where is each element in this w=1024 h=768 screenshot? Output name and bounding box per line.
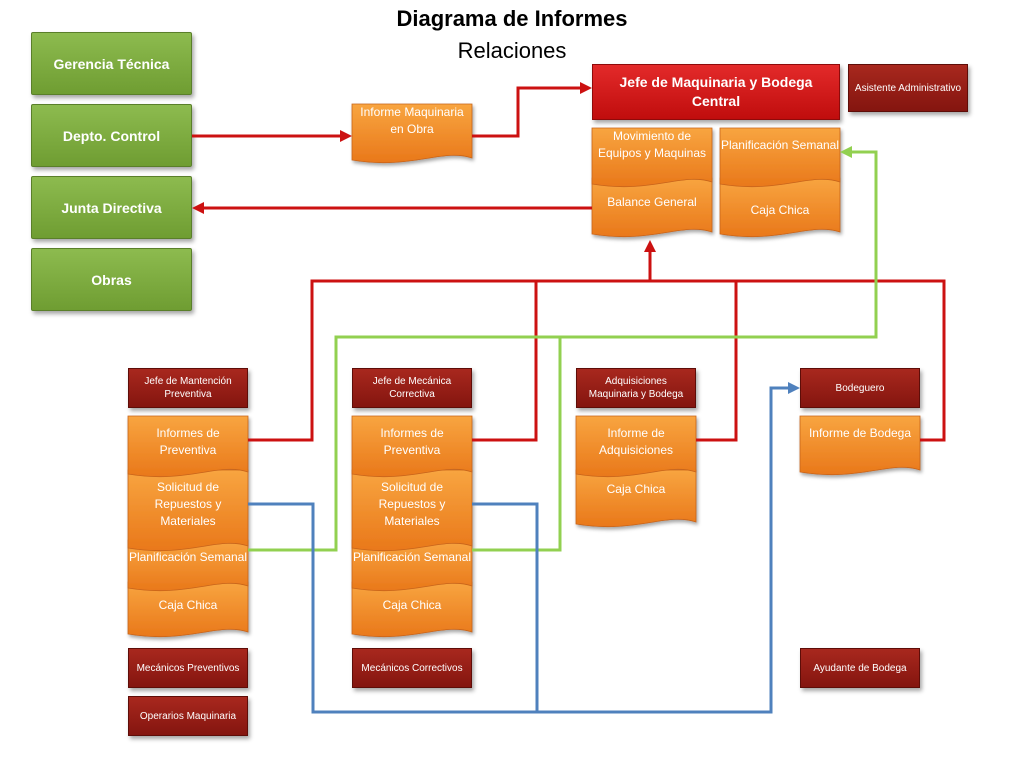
arrowhead-planificacion-central — [840, 146, 852, 158]
doc-movimiento-equipos — [591, 127, 713, 188]
diagram-title: Diagrama de Informes — [396, 6, 628, 31]
box-operarios-maquinaria[interactable]: Operarios Maquinaria — [128, 696, 248, 736]
box-mecanicos-correctivos[interactable]: Mecánicos Correctivos — [352, 648, 472, 688]
box-mecanicos-preventivos[interactable]: Mecánicos Preventivos — [128, 648, 248, 688]
label-caja-chica-col1[interactable]: Caja Chica — [158, 598, 218, 612]
doc-balance-general — [591, 177, 713, 238]
doc-caja-chica-col1 — [127, 581, 249, 638]
box-asistente-administrativo[interactable]: Asistente Administrativo — [848, 64, 968, 112]
box-jefe-mecanica[interactable]: Jefe de Mecánica Correctiva — [352, 368, 472, 408]
doc-informe-maquinaria-obra — [351, 103, 473, 164]
doc-informes-preventiva-col2 — [351, 415, 473, 478]
label-movimiento-equipos[interactable]: Movimiento de Equipos y Maquinas — [597, 129, 707, 160]
connector-blue-col1 — [248, 386, 788, 714]
connector-red-col2 — [472, 281, 538, 442]
connector-green-col2 — [472, 337, 562, 552]
doc-informe-bodega — [799, 415, 921, 476]
label-caja-chica-central[interactable]: Caja Chica — [750, 203, 810, 217]
label-informes-preventiva-col1[interactable]: Informes de Preventiva — [156, 426, 220, 457]
box-jefe-maquinaria[interactable]: Jefe de Maquinaria y Bodega Central — [592, 64, 840, 120]
box-obras[interactable]: Obras — [31, 248, 192, 311]
box-junta-directiva[interactable]: Junta Directiva — [31, 176, 192, 239]
arrowhead-jefe — [580, 82, 592, 94]
label-informe-adquisiciones[interactable]: Informe de Adquisiciones — [598, 426, 674, 457]
doc-informes-preventiva-col1 — [127, 415, 249, 478]
connector-green-col1 — [248, 150, 878, 552]
label-planificacion-col2[interactable]: Planificación Semanal — [352, 550, 472, 564]
label-informe-maquinaria-obra[interactable]: Informe Maquinaria en Obra — [360, 105, 464, 136]
label-informes-preventiva-col2[interactable]: Informes de Preventiva — [380, 426, 444, 457]
arrowhead-balance — [644, 240, 656, 252]
label-caja-chica-col2[interactable]: Caja Chica — [382, 598, 442, 612]
box-jefe-mantencion[interactable]: Jefe de Mantención Preventiva — [128, 368, 248, 408]
box-gerencia-tecnica[interactable]: Gerencia Técnica — [31, 32, 192, 95]
arrowhead-bodeguero — [788, 382, 800, 394]
doc-planificacion-central — [719, 127, 841, 188]
label-solicitud-col2[interactable]: Solicitud de Repuestos y Materiales — [378, 480, 446, 528]
doc-planificacion-col2 — [351, 539, 473, 592]
doc-caja-chica-central — [719, 177, 841, 238]
box-depto-control[interactable]: Depto. Control — [31, 104, 192, 167]
label-balance-general[interactable]: Balance General — [607, 195, 697, 209]
arrowhead-junta — [192, 202, 204, 214]
box-bodeguero[interactable]: Bodeguero — [800, 368, 920, 408]
diagram-subtitle: Relaciones — [457, 38, 567, 63]
label-informe-bodega[interactable]: Informe de Bodega — [808, 426, 912, 440]
box-adquisiciones[interactable]: Adquisiciones Maquinaria y Bodega — [576, 368, 696, 408]
doc-solicitud-col1 — [127, 469, 249, 552]
label-caja-chica-col3[interactable]: Caja Chica — [606, 482, 666, 496]
label-solicitud-col1[interactable]: Solicitud de Repuestos y Materiales — [154, 480, 222, 528]
arrowhead-informe-obra — [340, 130, 352, 142]
connector-red-col3 — [696, 281, 738, 442]
doc-informe-adquisiciones — [575, 415, 697, 478]
doc-planificacion-col1 — [127, 539, 249, 592]
connector-blue-col2 — [472, 502, 539, 712]
doc-caja-chica-col3 — [575, 469, 697, 528]
label-planificacion-central[interactable]: Planificación Semanal — [720, 138, 840, 152]
doc-caja-chica-col2 — [351, 581, 473, 638]
arrow-informe-to-jefe — [472, 86, 582, 138]
label-planificacion-col1[interactable]: Planificación Semanal — [128, 550, 248, 564]
box-ayudante-bodega[interactable]: Ayudante de Bodega — [800, 648, 920, 688]
connector-red-bus — [248, 279, 946, 442]
doc-solicitud-col2 — [351, 469, 473, 552]
